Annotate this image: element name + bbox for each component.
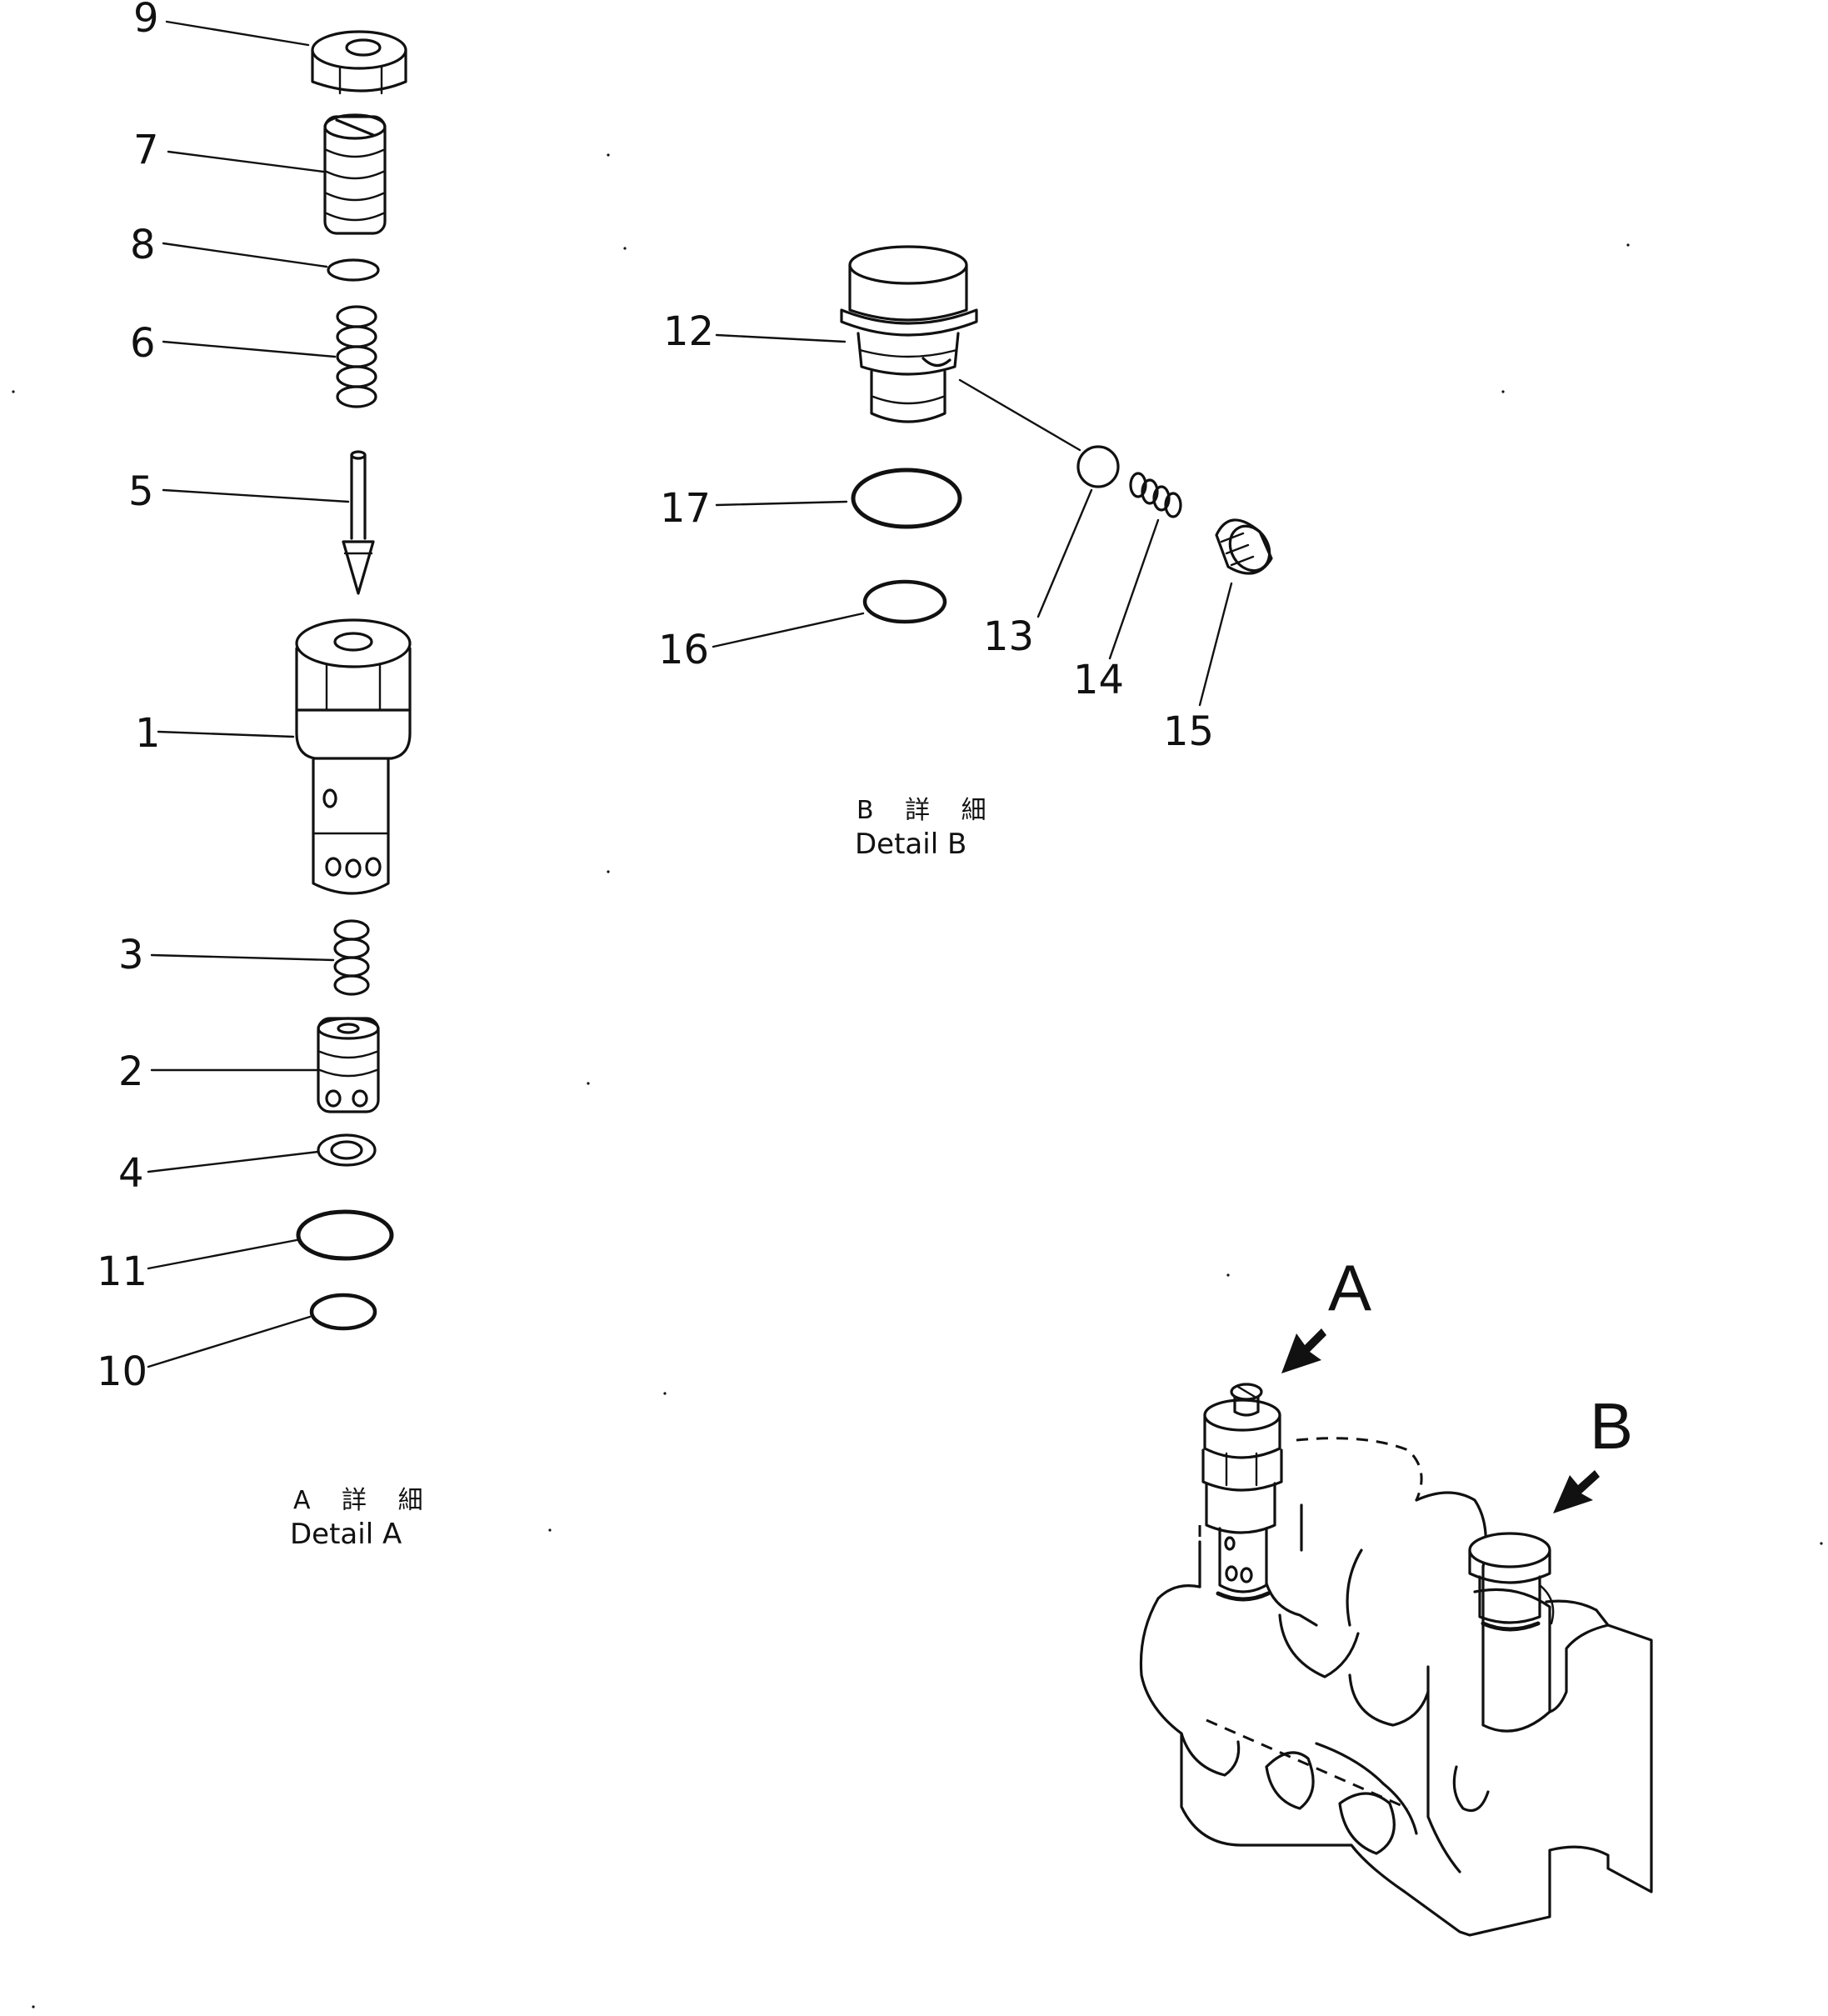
part-2-spool (317, 1017, 380, 1113)
relief-valve-assembled (1201, 1383, 1283, 1602)
part-13-ball (1076, 445, 1120, 488)
view-a-arrow (1281, 1328, 1326, 1373)
part-9-nut (311, 30, 407, 95)
detail-a-caption-en: Detail A (290, 1518, 402, 1551)
callout-15: 15 (1163, 708, 1214, 755)
detail-b-caption-jp: B 詳 細 (857, 796, 998, 825)
part-1-valve-body (295, 618, 412, 895)
callout-1: 1 (135, 710, 161, 757)
part-12-plug (840, 245, 978, 423)
callout-8: 8 (130, 222, 156, 268)
part-16-oring (862, 579, 947, 624)
callout-14: 14 (1073, 657, 1124, 703)
callout-12: 12 (663, 308, 714, 355)
detail-b-leaders (712, 333, 1233, 707)
callout-13: 13 (983, 613, 1034, 660)
view-b-arrow (1553, 1470, 1600, 1513)
callout-10: 10 (97, 1348, 147, 1395)
detail-b-group: 12 17 16 13 14 15 B 詳 細 Detail B (658, 245, 1273, 861)
part-10-oring (309, 1293, 377, 1331)
part-5-needle (342, 450, 375, 595)
scan-specks (12, 153, 1823, 2008)
part-7-screw (323, 113, 387, 235)
part-4-washer (317, 1133, 377, 1167)
callout-11: 11 (97, 1248, 147, 1295)
part-3-spring (333, 919, 370, 996)
assembly-view: A B (1139, 1251, 1653, 1937)
callout-3: 3 (118, 932, 144, 978)
callout-6: 6 (130, 320, 156, 367)
part-15-setscrew (1215, 518, 1273, 575)
callout-16: 16 (658, 627, 709, 673)
part-8-oring (327, 258, 380, 282)
callout-2: 2 (118, 1048, 144, 1095)
part-14-spring (1129, 472, 1182, 518)
part-6-spring (336, 305, 377, 408)
view-b-label: B (1590, 1389, 1633, 1463)
valve-block (1139, 1437, 1653, 1937)
callout-17: 17 (660, 485, 711, 532)
detail-a-group: 9 7 8 6 5 1 3 2 4 11 10 A 詳 細 Detail A (97, 0, 435, 1551)
callout-4: 4 (118, 1150, 144, 1197)
detail-a-caption-jp: A 詳 細 (293, 1486, 435, 1515)
part-11-oring (296, 1209, 394, 1261)
check-valve-assembled (1468, 1532, 1555, 1632)
callout-7: 7 (133, 127, 159, 173)
callout-9: 9 (133, 0, 159, 42)
detail-b-caption-en: Detail B (855, 828, 966, 861)
view-a-label: A (1328, 1251, 1371, 1324)
detail-a-leaders (147, 20, 350, 1368)
part-17-oring (851, 468, 962, 529)
callout-5: 5 (128, 468, 154, 515)
